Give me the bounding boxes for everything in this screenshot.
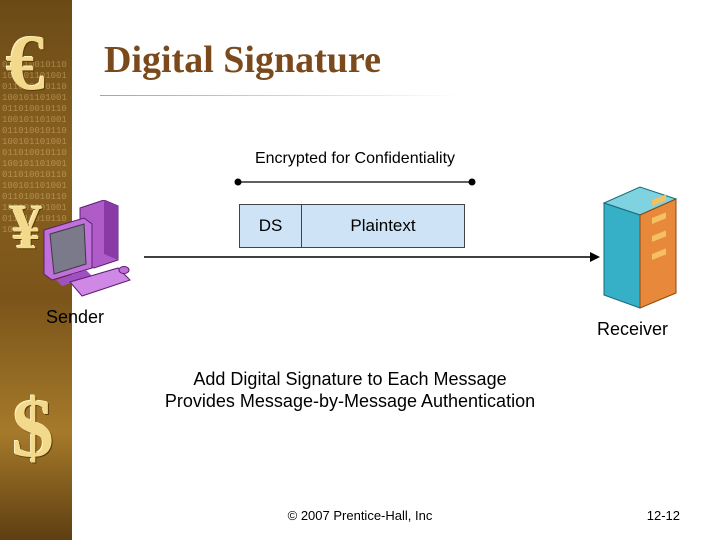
caption: Add Digital Signature to Each Message Pr… xyxy=(120,368,580,412)
encryption-span-arrow xyxy=(234,178,476,186)
plaintext-field: Plaintext xyxy=(350,216,416,235)
sender-label: Sender xyxy=(46,307,105,327)
message-box: DS Plaintext xyxy=(239,204,465,248)
page-number: 12-12 xyxy=(646,508,680,523)
computer-icon xyxy=(43,200,131,297)
server-icon xyxy=(602,186,678,309)
digital-signature-field: DS xyxy=(240,205,302,247)
title-underline xyxy=(100,95,460,96)
caption-line: Provides Message-by-Message Authenticati… xyxy=(164,391,536,411)
yen-sign-icon: ¥ xyxy=(10,191,42,262)
euro-sign-icon: € xyxy=(6,19,45,106)
copyright-footer: © 2007 Prentice-Hall, Inc xyxy=(287,508,433,523)
slide-title: Digital Signature xyxy=(104,39,381,81)
dollar-sign-icon: $ xyxy=(12,382,54,475)
receiver-label: Receiver xyxy=(597,319,669,339)
caption-line: Add Digital Signature to Each Message xyxy=(193,369,507,389)
message-flow-arrow xyxy=(144,252,600,262)
encryption-label: Encrypted for Confidentiality xyxy=(254,150,456,167)
binary-pattern: 0110100101101001011010010110100101101001… xyxy=(2,60,67,235)
